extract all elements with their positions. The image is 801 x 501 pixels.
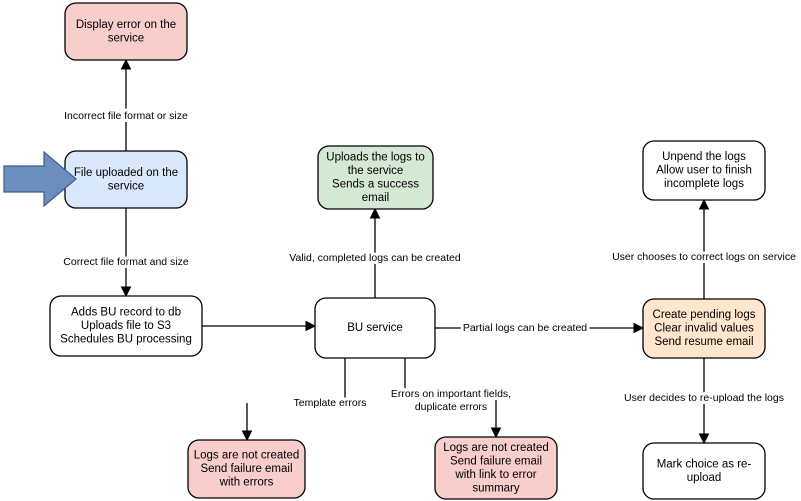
node-shape [314,297,436,359]
node-shape [642,442,766,500]
node-label: BU service [347,322,403,334]
edge-label: Incorrect file format or size [64,110,188,122]
node-shape [434,436,558,500]
node-shape [317,145,434,210]
edge-important-field-errors: Errors on important fields,duplicate err… [388,358,514,439]
edge-valid-completed-logs: Valid, completed logs can be createdVali… [286,207,464,298]
edge-label: User decides to re-upload the logs [624,392,784,404]
node-shape [64,2,188,61]
node-shape [642,140,766,201]
edge-label: Correct file format and size [63,256,189,268]
edge-label-halo: Incorrect file format or size [64,110,188,122]
edge-label: Errors on important fields,duplicate err… [391,388,511,413]
edge-label: User chooses to correct logs on service [612,251,796,263]
edge-label-halo: Valid, completed logs can be created [289,252,461,264]
edge-user-corrects-logs: User chooses to correct logs on serviceU… [609,198,799,299]
edge-label: Template errors [294,397,367,409]
edge-label-halo: User chooses to correct logs on service [612,251,796,263]
node-shape [187,439,306,499]
edge-path [246,358,346,434]
edge-label: Partial logs can be created [463,322,587,334]
edge-label-halo: Correct file format and size [63,256,189,268]
node-label: Mark choice as re-upload [657,458,752,484]
start-arrow-layer [3,150,77,208]
edge-label-halo: User decides to re-upload the logs [624,392,784,404]
edge-label-halo: Partial logs can be created [463,322,587,334]
node-shape [642,298,766,359]
edge-label-halo: Errors on important fields,duplicate err… [391,388,511,413]
node-shape [49,295,203,357]
node-bu-service[interactable]: BU service [314,297,436,359]
edge-path [404,358,497,431]
edge-bu-record-to-service [202,320,317,332]
start-entry-arrow-icon [3,150,77,208]
node-mark-choice-reupload[interactable]: Mark choice as re-upload [642,442,766,500]
edge-label-halo: Template errors [294,397,367,409]
edge-label: Valid, completed logs can be created [289,252,461,264]
